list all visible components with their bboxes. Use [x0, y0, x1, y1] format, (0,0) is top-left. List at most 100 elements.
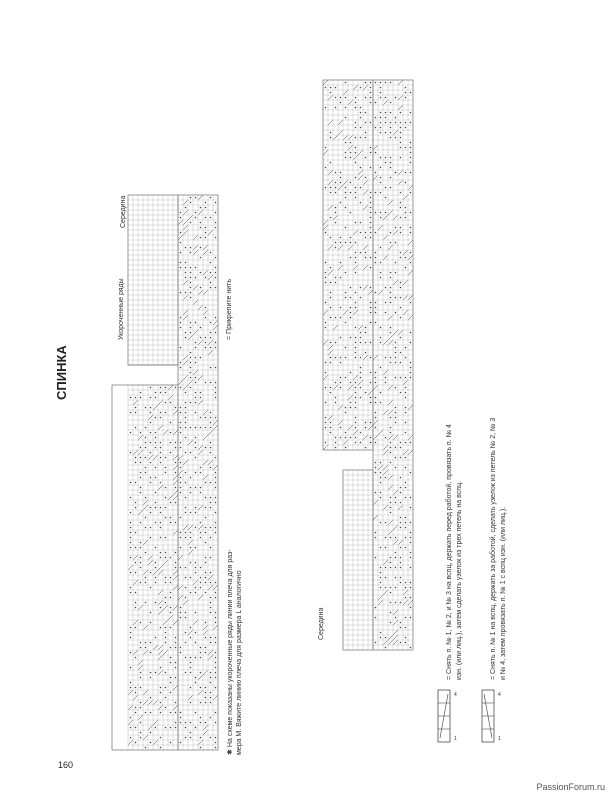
chart-symbol [389, 611, 392, 614]
chart-symbol [183, 525, 188, 530]
chart-symbol [348, 100, 353, 105]
chart-symbol [139, 721, 142, 724]
chart-symbol [384, 646, 387, 649]
chart-symbol [373, 435, 378, 440]
chart-symbol [184, 671, 187, 674]
chart-symbol [389, 231, 392, 234]
chart-symbol [409, 596, 412, 599]
chart-symbol [194, 711, 197, 714]
chart-1-attach-note: = Прикрепите нить [226, 278, 233, 340]
chart-symbol [178, 595, 183, 600]
chart-symbol [404, 526, 407, 529]
chart-symbol [174, 486, 177, 489]
chart-symbol [399, 441, 402, 444]
chart-symbol [324, 276, 327, 279]
chart-symbol [179, 346, 182, 349]
chart-symbol [399, 581, 402, 584]
chart-symbol [158, 670, 163, 675]
chart-symbol [344, 356, 347, 359]
chart-symbol [379, 96, 382, 99]
chart-symbol [214, 511, 217, 514]
chart-symbol [409, 531, 412, 534]
chart-symbol [189, 351, 192, 354]
chart-symbol [409, 506, 412, 509]
chart-symbol [184, 401, 187, 404]
chart-symbol [194, 376, 197, 379]
chart-symbol [334, 401, 337, 404]
chart-symbol [349, 381, 352, 384]
chart-symbol [158, 645, 163, 650]
chart-symbol [143, 500, 148, 505]
chart-symbol [353, 85, 358, 90]
chart-symbol [338, 265, 343, 270]
chart-symbol [409, 121, 412, 124]
chart-symbol [173, 455, 178, 460]
chart-symbol [398, 105, 403, 110]
chart-symbol [369, 401, 372, 404]
chart-symbol [409, 161, 412, 164]
chart-symbol [199, 236, 202, 239]
chart-symbol [359, 366, 362, 369]
chart-symbol [214, 396, 217, 399]
chart-symbol [384, 536, 387, 539]
chart-symbol [159, 461, 162, 464]
chart-symbol [339, 436, 342, 439]
chart-symbol [374, 426, 377, 429]
chart-symbol [144, 446, 147, 449]
chart-symbol [199, 466, 202, 469]
chart-symbol [329, 216, 332, 219]
chart-symbol [214, 486, 217, 489]
chart-symbol [188, 215, 193, 220]
chart-symbol [149, 481, 152, 484]
chart-symbol [134, 561, 137, 564]
chart-symbol [184, 721, 187, 724]
chart-symbol [384, 286, 387, 289]
chart-symbol [209, 716, 212, 719]
chart-symbol [149, 526, 152, 529]
chart-symbol [379, 521, 382, 524]
chart-symbol [129, 526, 132, 529]
chart-symbol [164, 671, 167, 674]
chart-symbol [159, 686, 162, 689]
chart-symbol [369, 211, 372, 214]
chart-symbol [209, 426, 212, 429]
chart-symbol [154, 636, 157, 639]
chart-symbol [204, 591, 207, 594]
chart-symbol [154, 396, 157, 399]
chart-symbol [179, 321, 182, 324]
chart-symbol [139, 621, 142, 624]
chart-symbol [149, 386, 152, 389]
chart-symbol [214, 501, 217, 504]
chart-symbol [134, 406, 137, 409]
chart-symbol [199, 286, 202, 289]
chart-symbol [163, 620, 168, 625]
chart-symbol [394, 96, 397, 99]
chart-symbol [169, 741, 172, 744]
chart-symbol [388, 335, 393, 340]
chart-symbol [339, 236, 342, 239]
chart-symbol [364, 121, 367, 124]
chart-symbol [344, 241, 347, 244]
chart-symbol [199, 226, 202, 229]
chart-symbol [189, 386, 192, 389]
chart-symbol [183, 310, 188, 315]
chart-symbol [378, 430, 383, 435]
chart-symbol [383, 470, 388, 475]
chart-symbol [404, 616, 407, 619]
chart-symbol [199, 356, 202, 359]
chart-symbol [409, 331, 412, 334]
chart-symbol [399, 391, 402, 394]
chart-symbol [344, 376, 347, 379]
chart-symbol [159, 736, 162, 739]
chart-symbol [189, 331, 192, 334]
chart-symbol [354, 256, 357, 259]
chart-symbol [394, 616, 397, 619]
chart-symbol [329, 391, 332, 394]
chart-symbol [154, 506, 157, 509]
chart-symbol [374, 261, 377, 264]
chart-symbol [369, 436, 372, 439]
chart-symbol [388, 530, 393, 535]
chart-symbol [194, 546, 197, 549]
chart-symbol [354, 351, 357, 354]
chart-symbol [399, 131, 402, 134]
